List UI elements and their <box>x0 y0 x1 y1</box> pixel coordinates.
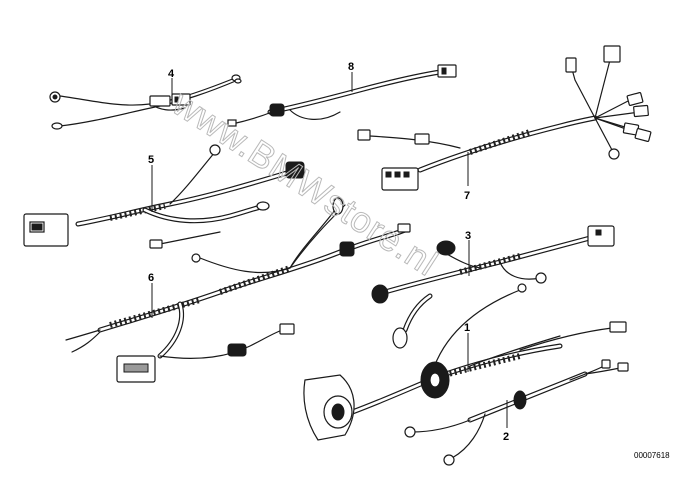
callout-7: 7 <box>464 190 470 202</box>
harness-part-1[interactable] <box>303 283 627 441</box>
diagram-part-number: 00007618 <box>634 451 670 460</box>
callout-4: 4 <box>168 68 175 80</box>
harness-part-6[interactable] <box>65 197 411 383</box>
harness-part-4[interactable] <box>49 74 242 130</box>
callout-6: 6 <box>148 272 154 284</box>
callout-2: 2 <box>503 431 509 443</box>
harness-part-2[interactable] <box>404 359 629 466</box>
callout-5: 5 <box>148 154 154 166</box>
callout-leaders <box>151 72 508 428</box>
harness-part-7[interactable] <box>357 45 652 191</box>
harness-part-8[interactable] <box>227 64 457 127</box>
callout-3: 3 <box>465 230 471 242</box>
harness-part-5[interactable] <box>23 144 305 249</box>
callout-1: 1 <box>464 322 470 334</box>
harness-part-3[interactable] <box>371 225 615 349</box>
callout-8: 8 <box>348 61 354 73</box>
